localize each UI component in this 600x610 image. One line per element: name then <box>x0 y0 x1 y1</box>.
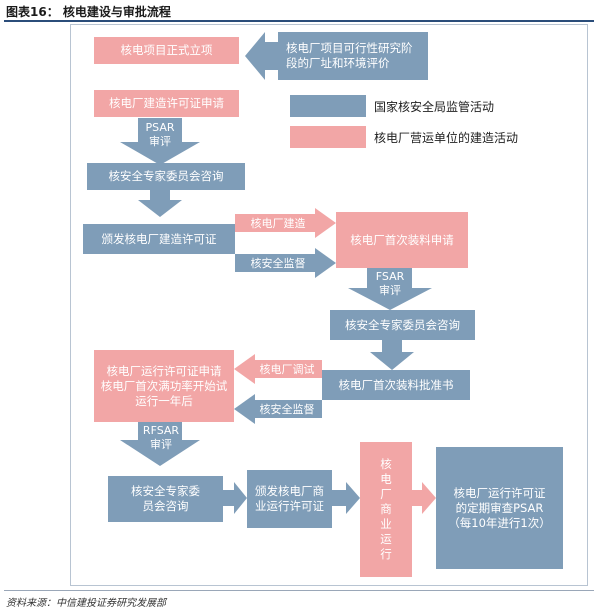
operation-apply-box: 核电厂运行许可证申请 核电厂首次满功率开始试运行一年后 <box>94 350 234 422</box>
footer-rule <box>4 590 594 591</box>
committee-2-box: 核安全专家委员会咨询 <box>330 310 475 340</box>
arrow-psar-review <box>120 118 200 165</box>
arrow-committee3-right <box>223 482 247 514</box>
arrow-rfsar-review <box>120 418 200 466</box>
rfsar-review-label: RFSAR 审评 <box>142 424 180 451</box>
safety-supervision-1-label: 核安全监督 <box>250 257 306 270</box>
first-loading-apply-box: 核电厂首次装料申请 <box>336 212 468 268</box>
npp-commissioning-label: 核电厂调试 <box>259 363 315 376</box>
legend-blue-swatch <box>290 95 366 117</box>
source-note: 资料来源：中信建投证券研究发展部 <box>6 598 166 609</box>
construction-permit-box: 颁发核电厂建造许可证 <box>83 224 235 254</box>
title-rule <box>4 20 594 22</box>
legend-pink-swatch <box>290 126 366 148</box>
arrow-commissioning-left <box>234 354 322 384</box>
commercial-operation-box: 核电厂商业运行 <box>360 442 412 577</box>
project-start-box: 核电项目正式立项 <box>94 37 239 64</box>
feasibility-box: 核电厂项目可行性研究阶段的厂址和环境评价 <box>278 32 428 80</box>
committee-3-box: 核安全专家委员会咨询 <box>108 476 223 522</box>
construction-apply-box: 核电厂建造许可证申请 <box>94 90 239 117</box>
psar-review-label: PSAR 审评 <box>145 121 175 148</box>
arrow-operation-right <box>412 482 436 514</box>
fsar-review-label: FSAR 审评 <box>375 270 405 297</box>
safety-supervision-2-label: 核安全监督 <box>259 403 315 416</box>
first-loading-approval-box: 核电厂首次装料批准书 <box>322 370 470 400</box>
commercial-permit-box: 颁发核电厂商业运行许可证 <box>247 470 332 528</box>
npp-construction-label: 核电厂建造 <box>250 217 306 230</box>
arrow-supervision1-right <box>235 248 336 278</box>
arrow-feasibility-to-start <box>245 32 278 80</box>
periodic-review-box: 核电厂运行许可证的定期审查PSAR（每10年进行1次） <box>436 447 563 569</box>
committee-1-box: 核安全专家委员会咨询 <box>87 163 245 190</box>
arrow-supervision2-left <box>234 394 322 424</box>
arrow-permit-right <box>332 482 360 514</box>
arrow-committee2-down <box>370 340 414 370</box>
legend-blue-label: 国家核安全局监管活动 <box>374 100 495 114</box>
legend-pink-label: 核电厂营运单位的建造活动 <box>374 131 519 145</box>
figure-title: 图表16： 核电建设与审批流程 <box>6 5 171 19</box>
arrow-fsar-review <box>348 268 432 310</box>
diagram-frame <box>70 24 588 586</box>
arrow-committee1-down <box>138 189 182 217</box>
arrow-construction-right <box>235 208 336 238</box>
